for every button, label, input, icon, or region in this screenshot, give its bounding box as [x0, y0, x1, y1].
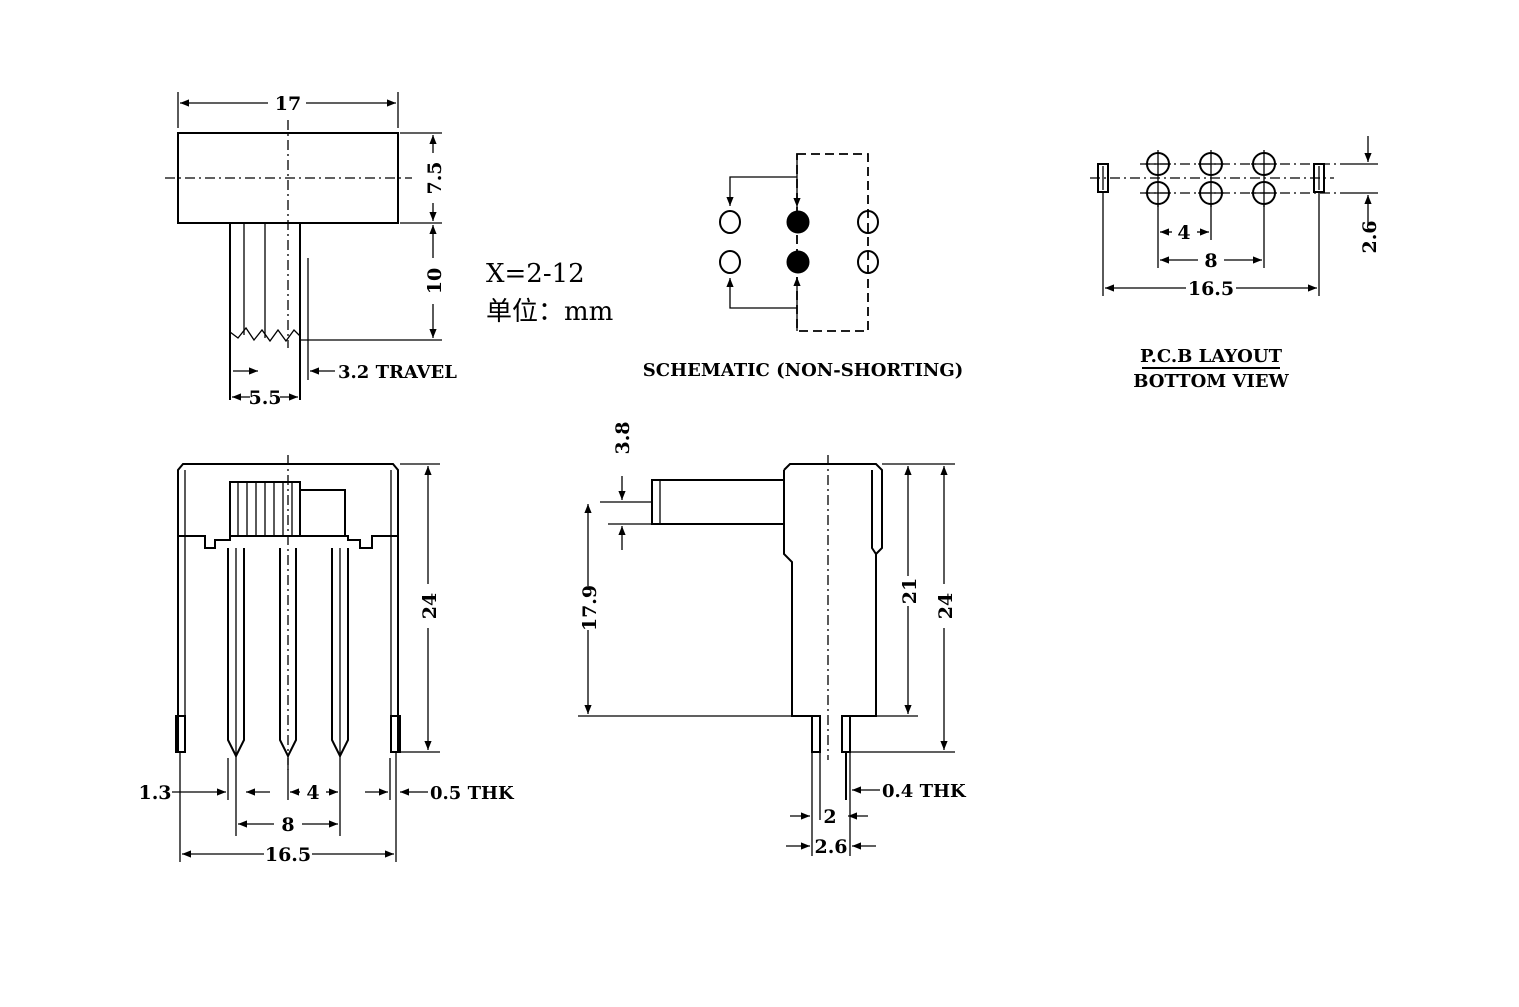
unit-note: 单位：mm [486, 297, 613, 327]
side-pin-gap-dim: 2 [823, 806, 836, 828]
side-knob-dim: 3.8 [612, 421, 634, 454]
top-stem-dim: 10 [424, 268, 446, 294]
schematic-caption: SCHEMATIC (NON-SHORTING) [643, 360, 963, 381]
front-view: 24 1.3 4 0.5 THK 8 16.5 [138, 455, 515, 866]
side-knob-height-dim: 17.9 [579, 585, 601, 631]
side-thk-label: 0.4 THK [882, 781, 967, 802]
pcb-view: 4 8 16.5 2.6 P.C.B LAYOUT BOTTOM VIEW [1090, 136, 1381, 392]
top-height-dim: 7.5 [424, 161, 446, 194]
front-edge-dim: 1.3 [138, 782, 171, 804]
pcb-row-gap-dim: 2.6 [1359, 220, 1381, 253]
front-overall-dim: 16.5 [265, 844, 311, 866]
schematic-view: SCHEMATIC (NON-SHORTING) [643, 153, 963, 381]
front-height-dim: 24 [419, 593, 441, 619]
pcb-span-dim: 8 [1204, 250, 1217, 272]
side-total-dim: 24 [935, 593, 957, 619]
side-pin-outer-dim: 2.6 [814, 836, 847, 858]
front-span-dim: 8 [281, 814, 294, 836]
range-note: X=2-12 [486, 259, 585, 289]
pcb-pitch-dim: 4 [1177, 222, 1190, 244]
pcb-caption-line2: BOTTOM VIEW [1133, 371, 1289, 392]
top-width-dim: 17 [275, 93, 301, 115]
front-thk-label: 0.5 THK [430, 783, 515, 804]
travel-label: 3.2 TRAVEL [338, 362, 457, 383]
top-stem-width-dim: 5.5 [248, 387, 281, 409]
side-view: 3.8 17.9 21 24 0.4 THK 2 2.6 [578, 421, 967, 858]
side-body-dim: 21 [899, 578, 921, 604]
pcb-overall-dim: 16.5 [1188, 278, 1234, 300]
pcb-caption-line1: P.C.B LAYOUT [1140, 346, 1283, 367]
front-pitch-dim: 4 [306, 782, 319, 804]
top-view: 17 7.5 10 3.2 TRAVEL 5.5 [165, 92, 457, 409]
